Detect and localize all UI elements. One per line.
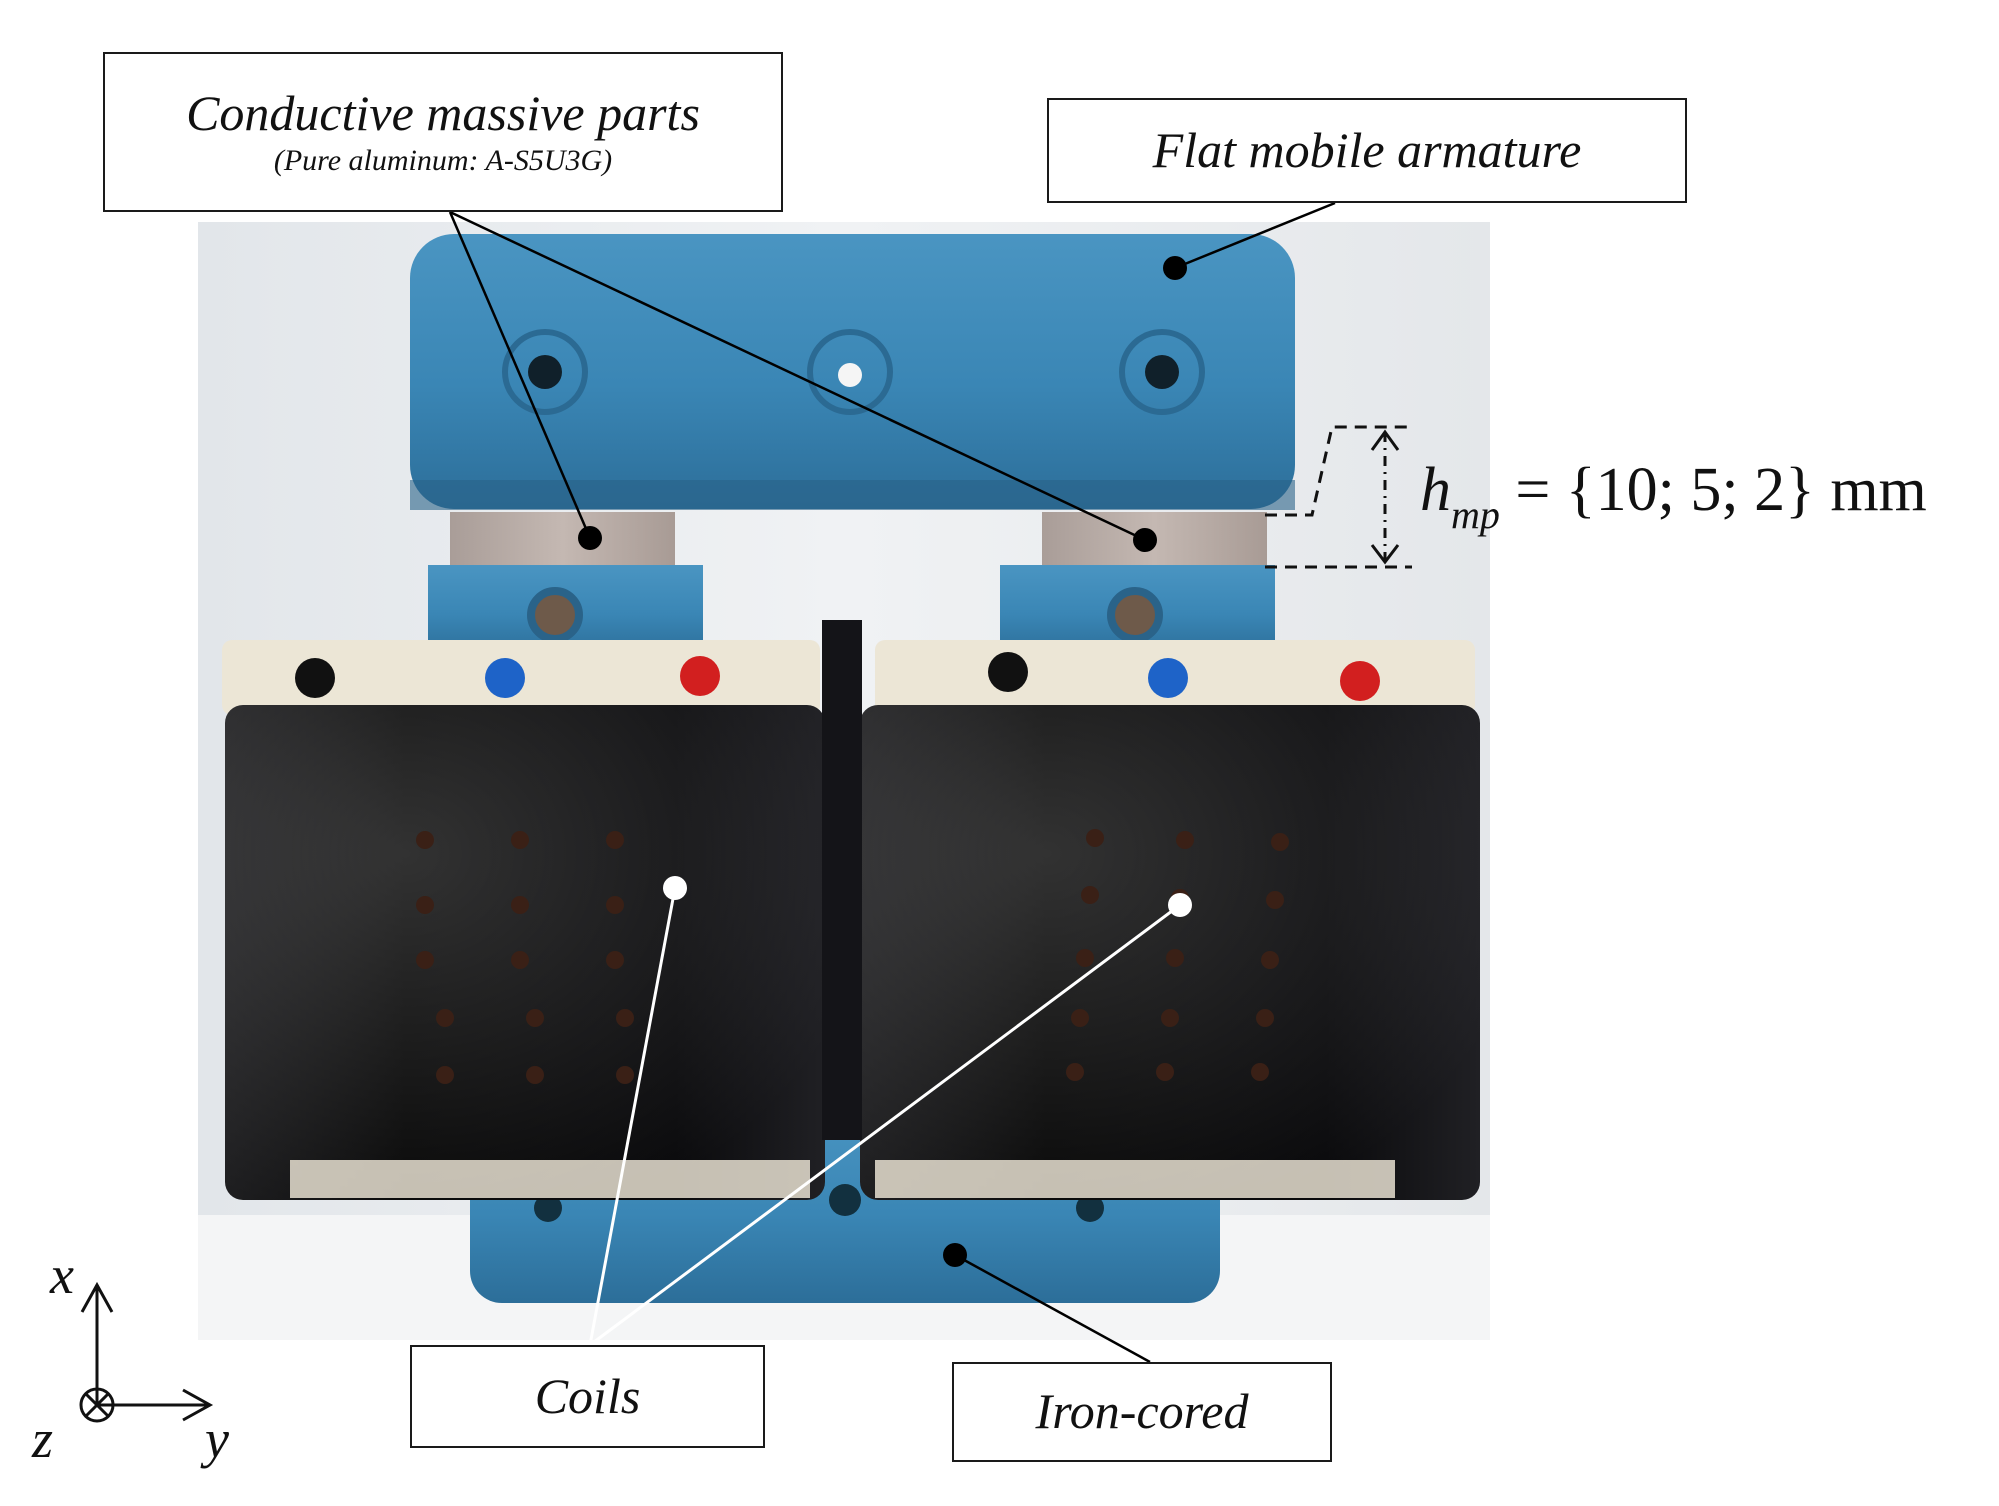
leader-dot-conductive-right	[1133, 528, 1157, 552]
callout-iron-cored-label: Iron-cored	[1035, 1383, 1249, 1440]
core-bolt-hole	[829, 1184, 861, 1216]
coil-right-bottom-bobbin	[875, 1160, 1395, 1198]
pole-bolt	[527, 587, 583, 643]
armature-hole-ring	[807, 329, 893, 415]
pole-bolt	[1107, 587, 1163, 643]
leader-lines-conductive	[448, 210, 1146, 542]
leader-line-armature	[1174, 201, 1336, 270]
coil-right-vent-holes	[1066, 829, 1289, 1081]
armature-shadow	[410, 480, 1295, 510]
callout-coils-label: Coils	[534, 1367, 641, 1424]
leader-line-iron	[954, 1253, 1151, 1364]
coil-left-bottom-bobbin	[290, 1160, 810, 1198]
leader-dot-armature	[1163, 256, 1187, 280]
callout-flat-mobile-armature: Flat mobile armature	[1047, 98, 1687, 203]
armature-hole-ring	[1119, 329, 1205, 415]
core-bolt-hole	[1076, 1194, 1104, 1222]
armature-hole	[838, 363, 862, 387]
leader-dot-coil-left	[663, 876, 687, 900]
terminal-black	[295, 658, 335, 698]
axis-z-label: z	[32, 1409, 54, 1469]
leader-dot-iron	[943, 1243, 967, 1267]
callout-conductive-subtitle: (Pure aluminum: A-S5U3G)	[273, 143, 613, 177]
hmp-subscript: mp	[1451, 492, 1500, 537]
callout-iron-cored: Iron-cored	[952, 1362, 1332, 1462]
axis-x-label: x	[50, 1245, 74, 1305]
hmp-values: = {10; 5; 2} mm	[1499, 456, 1927, 524]
aluminum-part-left	[450, 512, 675, 572]
terminal-blue	[485, 658, 525, 698]
callout-conductive-massive-parts: Conductive massive parts (Pure aluminum:…	[103, 52, 783, 212]
axis-y-label: y	[205, 1409, 229, 1469]
terminal-blue	[1148, 658, 1188, 698]
terminal-black	[988, 652, 1028, 692]
leader-dot-conductive-left	[578, 526, 602, 550]
coil-left-vent-holes	[416, 831, 634, 1084]
hmp-equation: hmp = {10; 5; 2} mm	[1420, 455, 1927, 537]
callout-flat-armature-label: Flat mobile armature	[1152, 121, 1582, 178]
core-bolt-hole	[534, 1194, 562, 1222]
leader-dot-coil-right	[1168, 893, 1192, 917]
leader-lines-coils	[588, 887, 1181, 1347]
callout-coils: Coils	[410, 1345, 765, 1448]
coil-gap	[822, 620, 862, 1140]
armature-hole	[1145, 355, 1179, 389]
terminal-red	[680, 656, 720, 696]
terminal-red	[1340, 661, 1380, 701]
armature-hole	[528, 355, 562, 389]
armature-hole-ring	[502, 329, 588, 415]
axis-triad	[79, 1281, 214, 1423]
callout-conductive-title: Conductive massive parts	[186, 85, 700, 142]
coil-left-shine	[225, 705, 825, 1200]
hmp-symbol: h	[1420, 456, 1451, 524]
hmp-dimension-marker	[1265, 425, 1412, 569]
